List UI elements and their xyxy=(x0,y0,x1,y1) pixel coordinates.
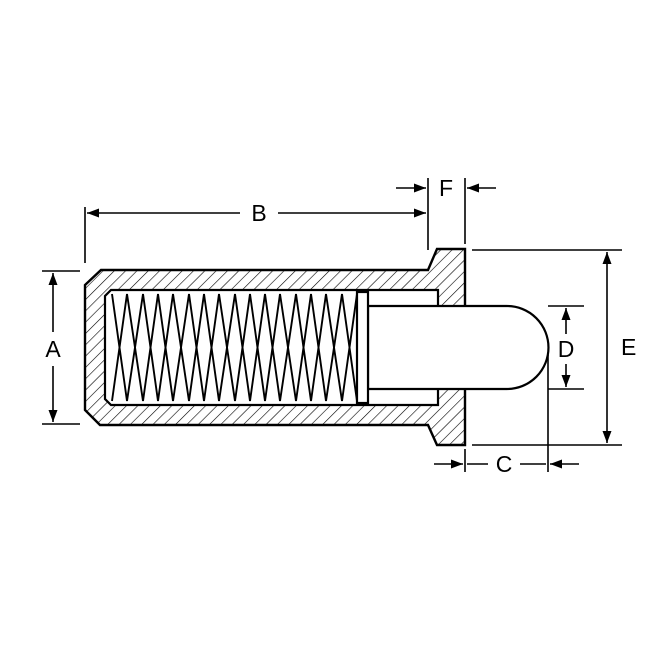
dim-label-d: D xyxy=(558,336,575,362)
dimension-A: A xyxy=(42,270,80,425)
compression-spring xyxy=(111,293,358,402)
dimension-E: E xyxy=(472,249,636,446)
dim-label-e: E xyxy=(621,334,636,360)
plunger xyxy=(355,290,550,405)
dimension-F: F xyxy=(396,175,496,244)
dimensions: A B F E xyxy=(42,175,636,477)
dimension-C: C xyxy=(434,355,579,477)
body-cavity xyxy=(103,288,440,407)
plunger-rear-flange xyxy=(355,290,370,405)
dim-label-a: A xyxy=(45,336,61,362)
dim-label-c: C xyxy=(496,451,513,477)
dim-label-f: F xyxy=(439,175,453,201)
dim-label-b: B xyxy=(251,200,266,226)
plunger-body xyxy=(83,247,467,447)
plunger-stem-and-nose xyxy=(366,304,550,391)
dimension-D: D xyxy=(548,305,584,390)
spring-coil-back xyxy=(111,293,358,402)
spring-coil-front xyxy=(111,293,358,402)
dimension-B: B xyxy=(84,178,429,263)
